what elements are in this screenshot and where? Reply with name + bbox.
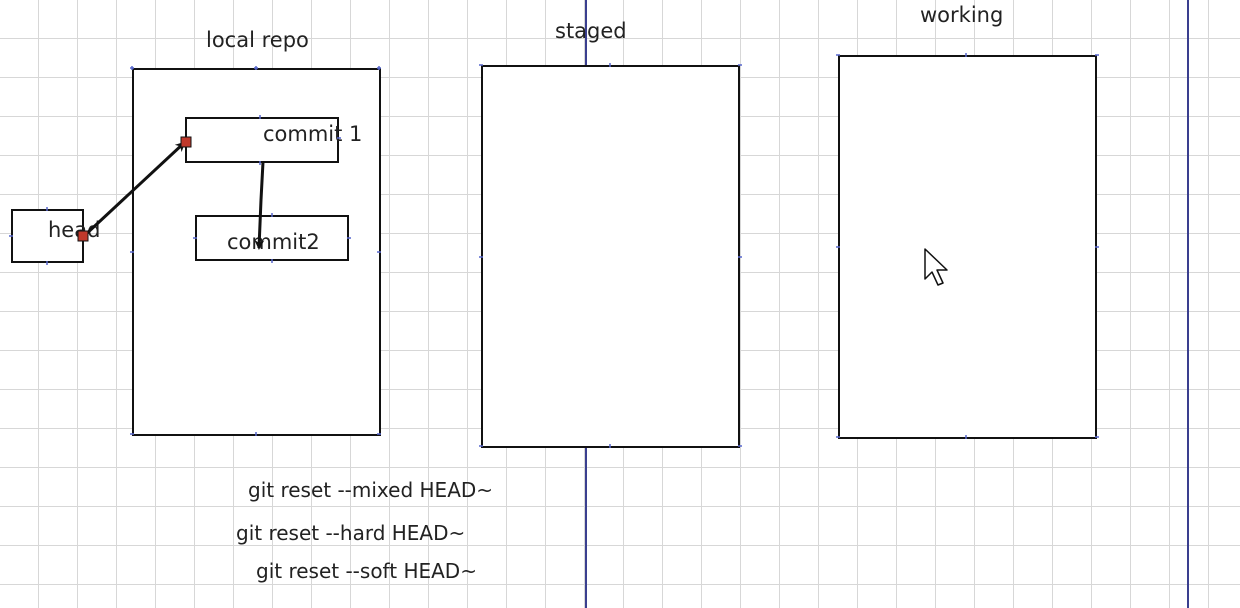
commit1-to-commit2-arrow[interactable]: [254, 161, 265, 250]
anchor-markers: [9, 53, 1099, 448]
reset-hard-command: git reset --hard HEAD~: [236, 521, 466, 545]
arrow-pointer-cursor-icon: [924, 248, 948, 286]
local-repo-label: local repo: [206, 28, 309, 52]
commit1-label: commit 1: [263, 122, 363, 146]
vertical-guide-line: [1187, 0, 1189, 608]
connector-handle[interactable]: [77, 230, 89, 242]
commit2-label: commit2: [227, 230, 320, 254]
staged-label: staged: [555, 19, 627, 43]
reset-soft-command: git reset --soft HEAD~: [256, 559, 477, 583]
head-to-commit1-arrow[interactable]: [82, 141, 186, 238]
working-label: working: [920, 3, 1004, 27]
connector-handle[interactable]: [180, 136, 192, 148]
reset-mixed-command: git reset --mixed HEAD~: [248, 478, 494, 502]
